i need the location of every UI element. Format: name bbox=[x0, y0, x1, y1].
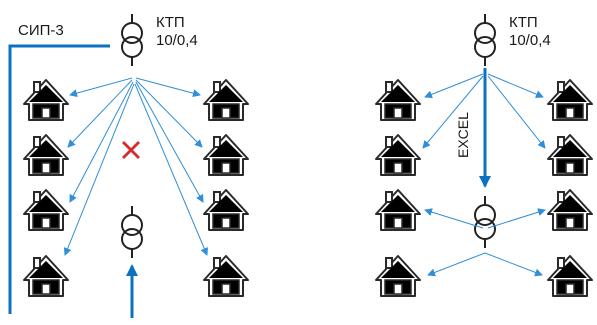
house-icon bbox=[203, 189, 249, 231]
house-icon bbox=[375, 134, 421, 176]
house-icon bbox=[375, 189, 421, 231]
cross-icon bbox=[122, 141, 140, 159]
house-icon bbox=[23, 189, 69, 231]
transformer-icon bbox=[121, 205, 143, 259]
house-icon bbox=[547, 255, 593, 297]
house-icon bbox=[547, 134, 593, 176]
house-icon bbox=[375, 255, 421, 297]
transformer-icon bbox=[474, 195, 496, 249]
left-fan-arrows bbox=[63, 77, 208, 256]
right-ktp-label-line1: КТП bbox=[509, 14, 538, 31]
house-icon bbox=[547, 79, 593, 121]
transformer-icon bbox=[121, 13, 143, 67]
house-icon bbox=[203, 134, 249, 176]
cable-label: СИП-3 bbox=[18, 22, 64, 39]
left-ktp-label-line2: 10/0,4 bbox=[156, 32, 198, 49]
excel-label: EXCEL bbox=[455, 112, 471, 158]
right-fan-arrows bbox=[422, 73, 546, 277]
house-icon bbox=[547, 189, 593, 231]
house-icon bbox=[23, 79, 69, 121]
house-icon bbox=[203, 255, 249, 297]
house-icon bbox=[203, 79, 249, 121]
left-ktp-label-line1: КТП bbox=[156, 14, 185, 31]
house-icon bbox=[23, 134, 69, 176]
right-ktp-label-line2: 10/0,4 bbox=[509, 32, 551, 49]
house-icon bbox=[375, 79, 421, 121]
house-icon bbox=[23, 255, 69, 297]
cable-line-sip3 bbox=[8, 44, 110, 314]
transformer-icon bbox=[474, 13, 496, 67]
